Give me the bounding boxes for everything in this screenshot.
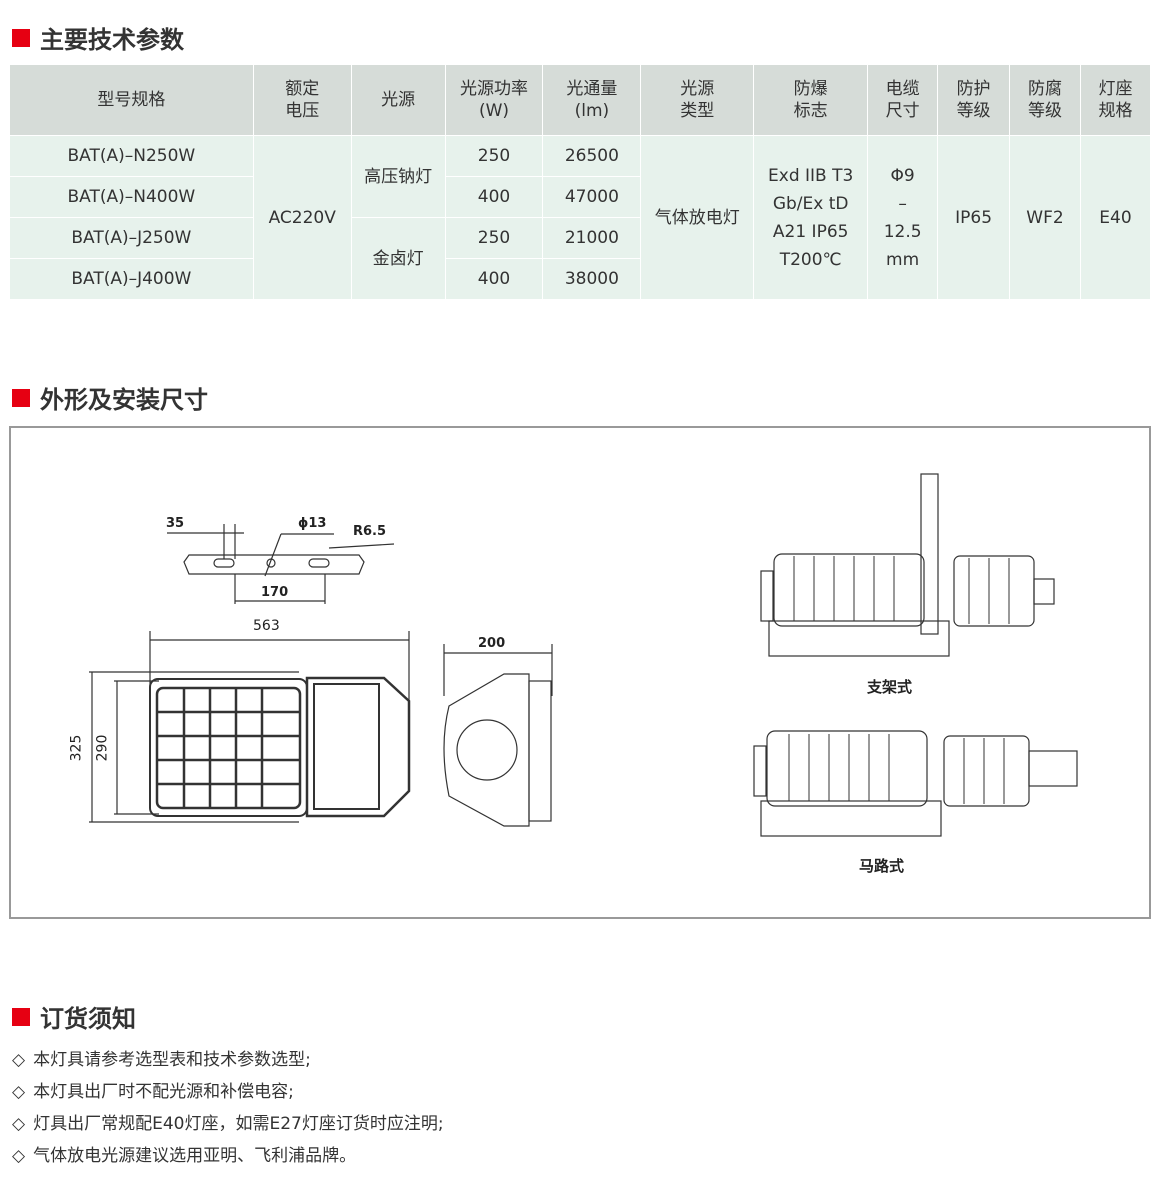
cell-socket: E40	[1079, 135, 1152, 300]
cell-flux: 21000	[542, 217, 642, 259]
th-type: 光源 类型	[640, 64, 755, 136]
diamond-bullet-icon: ◇	[12, 1146, 26, 1166]
red-square-icon	[12, 28, 30, 47]
cell-power: 400	[444, 258, 544, 300]
cell-wf: WF2	[1009, 135, 1081, 300]
table-header-row: 型号规格 额定 电压 光源 光源功率 (W) 光通量 (lm) 光源 类型 防爆…	[9, 64, 1152, 136]
spec-table: 型号规格 额定 电压 光源 光源功率 (W) 光通量 (lm) 光源 类型 防爆…	[9, 64, 1152, 300]
label-bracket-type: 支架式	[867, 678, 913, 696]
ex-line: Gb/Ex tD	[772, 193, 849, 214]
diamond-bullet-icon: ◇	[12, 1114, 26, 1134]
dim-35: 35	[166, 516, 185, 531]
th-voltage: 额定 电压	[252, 64, 352, 136]
cell-power: 400	[444, 176, 544, 218]
cable-line: Φ9	[890, 165, 915, 186]
drawing-svg	[89, 473, 1078, 837]
th-ex: 防爆 标志	[753, 64, 869, 136]
ex-line: T200℃	[779, 249, 842, 270]
cell-flux: 47000	[542, 176, 642, 218]
cable-line: 12.5	[883, 221, 922, 242]
cell-cable: Φ9 – 12.5 mm	[867, 135, 939, 300]
cell-ip: IP65	[937, 135, 1011, 300]
cable-line: mm	[886, 249, 920, 270]
cell-power: 250	[444, 217, 544, 259]
note-item: ◇本灯具出厂时不配光源和补偿电容;	[12, 1076, 444, 1108]
dimension-drawing: 35 ϕ13 R6.5 170 563 325 290 200 支架式 马路式	[9, 426, 1151, 919]
dim-13: ϕ13	[298, 516, 327, 531]
section-title-params: 主要技术参数	[12, 20, 184, 55]
dim-170: 170	[261, 585, 289, 600]
cell-flux: 26500	[542, 135, 642, 177]
th-cable: 电缆 尺寸	[867, 64, 939, 136]
note-item: ◇本灯具请参考选型表和技术参数选型;	[12, 1044, 444, 1076]
dim-325: 325	[68, 734, 85, 762]
label-road-type: 马路式	[859, 857, 905, 875]
order-notes: ◇本灯具请参考选型表和技术参数选型; ◇本灯具出厂时不配光源和补偿电容; ◇灯具…	[12, 1044, 444, 1172]
red-square-icon	[12, 1007, 30, 1026]
th-socket: 灯座 规格	[1079, 64, 1152, 136]
table-row: BAT(A)–N250W AC220V 高压钠灯 250 26500 气体放电灯…	[9, 135, 1152, 300]
cell-model: BAT(A)–J400W	[9, 258, 254, 300]
th-ip: 防护 等级	[937, 64, 1011, 136]
note-item: ◇灯具出厂常规配E40灯座，如需E27灯座订货时应注明;	[12, 1108, 444, 1140]
dim-r65: R6.5	[353, 524, 387, 539]
ex-line: A21 IP65	[772, 221, 849, 242]
cell-model: BAT(A)–N400W	[9, 176, 254, 218]
ex-line: Exd IIB T3	[768, 165, 854, 186]
cell-flux: 38000	[542, 258, 642, 300]
cable-line: –	[898, 193, 907, 214]
lamp-bracket-type	[760, 473, 1055, 657]
section-title-dims: 外形及安装尺寸	[12, 380, 208, 415]
cell-type: 气体放电灯	[640, 135, 755, 300]
red-square-icon	[12, 388, 30, 407]
th-wf: 防腐 等级	[1009, 64, 1081, 136]
dim-290: 290	[94, 734, 111, 762]
dim-563: 563	[253, 618, 280, 634]
cell-model: BAT(A)–J250W	[9, 217, 254, 259]
cell-source: 高压钠灯	[350, 135, 446, 218]
lamp-road-type	[753, 730, 1078, 837]
diamond-bullet-icon: ◇	[12, 1050, 26, 1070]
cell-model: BAT(A)–N250W	[9, 135, 254, 177]
dim-200: 200	[478, 636, 506, 651]
cell-voltage: AC220V	[252, 135, 352, 300]
lamp-top-view	[89, 631, 411, 823]
diamond-bullet-icon: ◇	[12, 1082, 26, 1102]
note-item: ◇气体放电光源建议选用亚明、飞利浦品牌。	[12, 1140, 444, 1172]
th-source: 光源	[350, 64, 446, 136]
th-flux: 光通量 (lm)	[542, 64, 642, 136]
cell-source: 金卤灯	[350, 217, 446, 300]
th-power: 光源功率 (W)	[444, 64, 544, 136]
lamp-side-view	[443, 644, 553, 827]
th-model: 型号规格	[9, 64, 254, 136]
cell-power: 250	[444, 135, 544, 177]
section-title-order: 订货须知	[12, 999, 136, 1034]
mounting-plate	[167, 524, 395, 604]
